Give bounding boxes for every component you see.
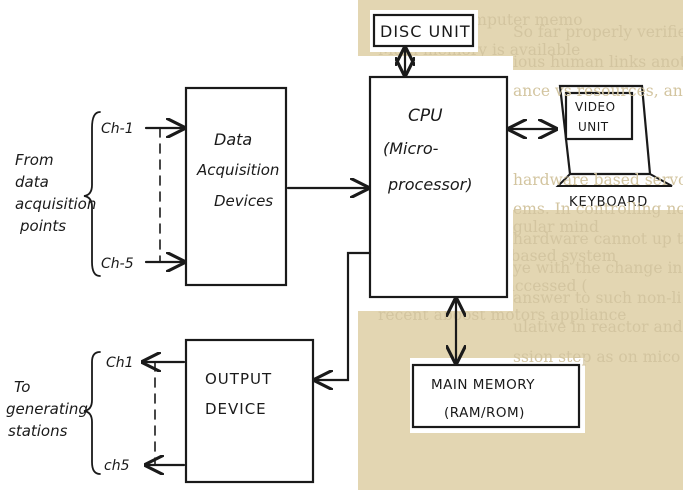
output-ch1-label: Ch1 bbox=[106, 355, 134, 371]
background-text-line: ye with the change in bbox=[513, 254, 683, 284]
cpu-label: CPU bbox=[408, 106, 443, 126]
background-text-line: So far properly verifie bbox=[513, 18, 683, 48]
main-memory-label-1: MAIN MEMORY bbox=[431, 377, 535, 393]
output-ch5-label: ch5 bbox=[104, 458, 130, 474]
from-label-1: From bbox=[15, 151, 54, 169]
daq-label-3: Devices bbox=[214, 192, 273, 210]
cpu-sub-label-1: (Micro- bbox=[383, 139, 439, 158]
background-text-line bbox=[513, 136, 683, 166]
from-label-4: points bbox=[19, 217, 66, 235]
input-ch1-label: Ch-1 bbox=[101, 121, 134, 137]
background-text-line: answer to such non-li bbox=[513, 284, 683, 314]
background-text-line: hardware based servo bbox=[513, 166, 683, 196]
to-label-2: generating bbox=[6, 400, 88, 418]
background-text-line: ious human links anoth bbox=[513, 48, 683, 78]
input-ch5-label: Ch-5 bbox=[101, 256, 134, 272]
background-text-line: hardware cannot up to- bbox=[513, 225, 683, 255]
main-memory-label-2: (RAM/ROM) bbox=[444, 405, 525, 421]
daq-label-2: Acquisition bbox=[196, 161, 279, 179]
daq-label-1: Data bbox=[214, 130, 252, 149]
to-label-3: stations bbox=[8, 422, 68, 440]
background-text-line bbox=[513, 107, 683, 137]
disc-unit-label: DISC UNIT bbox=[380, 22, 471, 41]
cpu-sub-label-2: processor) bbox=[387, 175, 472, 194]
from-label-2: data bbox=[15, 173, 49, 191]
output-label-2: DEVICE bbox=[205, 400, 267, 418]
output-label-1: OUTPUT bbox=[205, 370, 272, 388]
from-label-3: acquisition bbox=[15, 195, 96, 213]
background-text-line: ance vs resources, and bbox=[513, 77, 683, 107]
to-label-1: To bbox=[14, 378, 31, 396]
background-text-line: ulative in reactor and such bbox=[513, 313, 683, 343]
background-text-line: ems. In controlling non- bbox=[513, 195, 683, 225]
background-text-line: ssion step as on mico bbox=[513, 343, 683, 373]
